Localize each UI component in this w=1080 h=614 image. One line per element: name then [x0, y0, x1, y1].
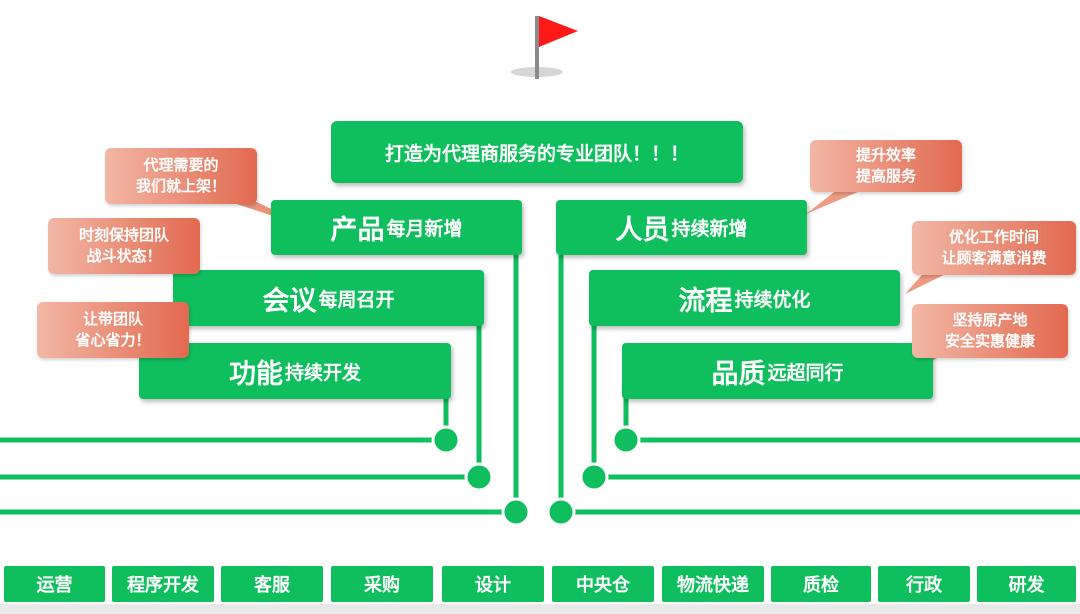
bubble-right-2-line1: 优化工作时间 [948, 228, 1039, 246]
dept-4: 设计 [442, 566, 544, 602]
bar-feature-main: 功能 [228, 358, 283, 390]
bar-quality-main: 品质 [711, 358, 766, 390]
node-left-2 [464, 462, 494, 492]
bar-staff-main: 人员 [615, 215, 670, 246]
bubble-right-3-line1: 坚持原产地 [952, 311, 1028, 329]
bubble-right-3-line2: 安全实惠健康 [944, 332, 1035, 350]
node-right-1 [611, 425, 641, 455]
bubble-right-1: 提升效率 提高服务 [810, 140, 962, 192]
bubble-right-2: 优化工作时间 让顾客满意消费 [912, 221, 1076, 275]
bar-product-main: 产品 [330, 215, 385, 246]
flag-icon [511, 16, 578, 79]
dept-7: 质检 [771, 566, 871, 602]
node-left-3 [501, 497, 531, 527]
bubble-right-1-line2: 提高服务 [855, 167, 916, 185]
bar-meeting-main: 会议 [262, 285, 317, 317]
dept-3: 采购 [331, 566, 433, 602]
node-right-2 [579, 462, 609, 492]
node-right-3 [546, 497, 576, 527]
bubble-left-3: 让带团队 省心省力！ [37, 302, 189, 358]
bubble-left-2-line1: 时刻保持团队 [78, 226, 169, 244]
bubble-left-3-line2: 省心省力！ [75, 331, 151, 349]
bubble-right-3: 坚持原产地 安全实惠健康 [912, 304, 1068, 358]
bubble-left-2: 时刻保持团队 战斗状态！ [48, 218, 200, 274]
bar-feature-sub: 持续开发 [284, 361, 361, 384]
bar-quality-sub: 远超同行 [767, 361, 844, 384]
dept-0: 运营 [4, 566, 105, 602]
bar-meeting-sub: 每周召开 [318, 288, 395, 311]
dept-1: 程序开发 [112, 566, 214, 602]
bubble-left-3-line1: 让带团队 [82, 310, 143, 328]
bubble-right-1-line1: 提升效率 [855, 146, 916, 164]
bubble-left-1: 代理需要的 我们就上架！ [105, 148, 257, 204]
bubble-right-2-line2: 让顾客满意消费 [941, 249, 1047, 267]
dept-9: 研发 [977, 566, 1076, 602]
bar-process-sub: 持续优化 [734, 288, 811, 311]
dept-8: 行政 [878, 566, 970, 602]
dept-2: 客服 [221, 566, 323, 602]
bubble-left-1-line1: 代理需要的 [143, 156, 219, 174]
bar-feature: 功能持续开发 [139, 343, 451, 399]
bottom-strip [0, 604, 1080, 614]
bar-process: 流程持续优化 [589, 270, 900, 326]
bar-meeting: 会议每周召开 [173, 270, 484, 326]
bar-product-sub: 每月新增 [386, 218, 463, 240]
dept-5: 中央仓 [552, 566, 654, 602]
bar-staff: 人员持续新增 [556, 200, 807, 255]
header-title: 打造为代理商服务的专业团队！！！ [384, 142, 689, 165]
bar-process-main: 流程 [678, 285, 733, 317]
bubble-left-1-line2: 我们就上架！ [135, 177, 226, 195]
dept-6: 物流快递 [662, 566, 764, 602]
node-left-1 [431, 425, 461, 455]
bar-product: 产品每月新增 [271, 200, 522, 255]
bubble-left-2-line2: 战斗状态！ [86, 247, 162, 265]
header-title-box: 打造为代理商服务的专业团队！！！ [331, 121, 743, 183]
bar-staff-sub: 持续新增 [671, 218, 748, 240]
bar-quality: 品质远超同行 [622, 343, 933, 399]
